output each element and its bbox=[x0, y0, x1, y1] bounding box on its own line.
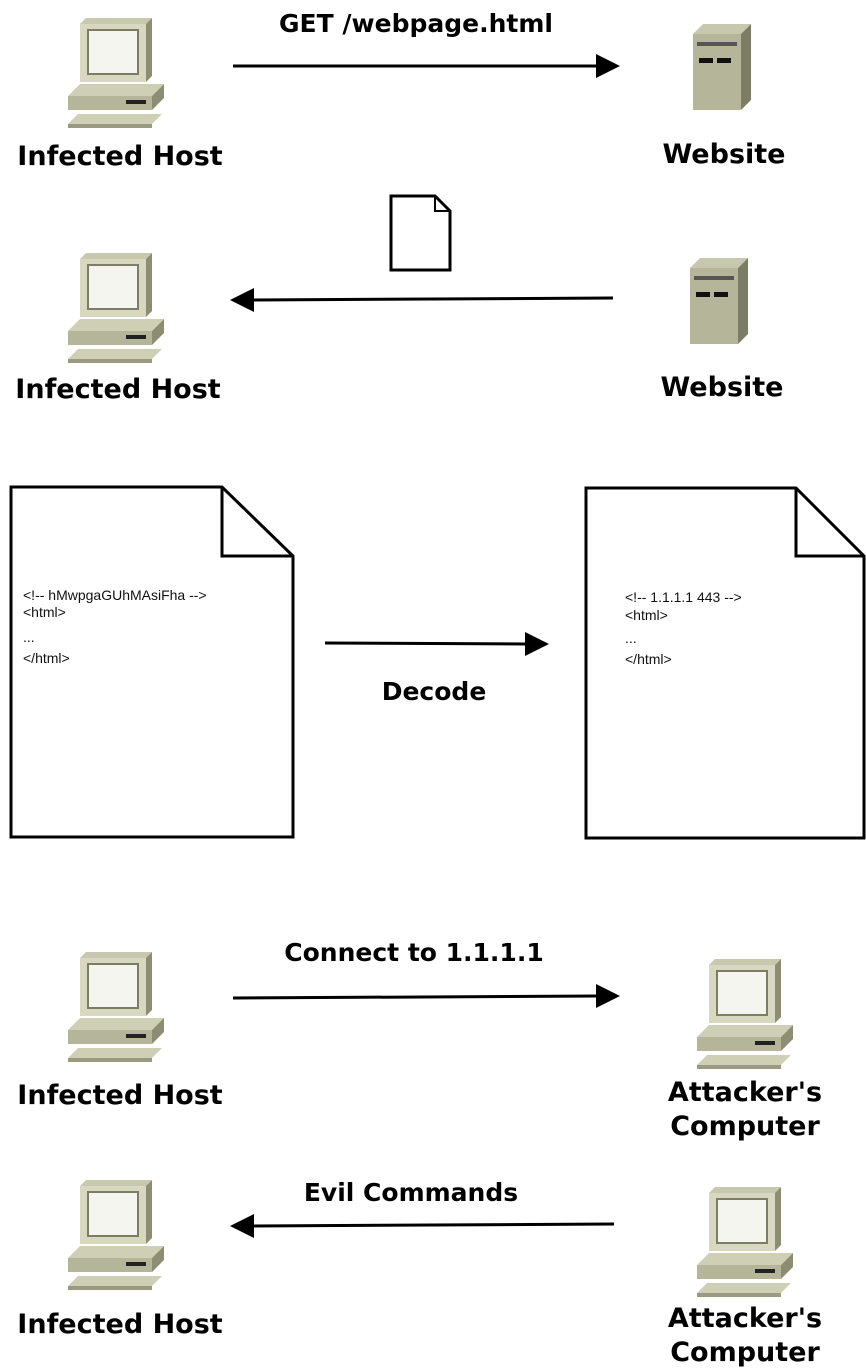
response-arrow-line bbox=[251, 296, 614, 302]
commands-label: Evil Commands bbox=[304, 1178, 518, 1207]
decoded-line-1: <!-- 1.1.1.1 443 --> bbox=[625, 589, 742, 605]
website-label-2: Website bbox=[660, 372, 783, 403]
infected-host-label-4: Infected Host bbox=[17, 1309, 222, 1340]
website-label-1: Website bbox=[662, 139, 785, 170]
attacker-computer-icon-2 bbox=[696, 1186, 794, 1298]
encoded-line-1: <!-- hMwpgaGUhMAsiFha --> bbox=[23, 587, 207, 603]
decoded-line-4: </html> bbox=[625, 651, 672, 667]
attacker-label-2-line2: Computer bbox=[670, 1337, 820, 1368]
encoded-line-3: ... bbox=[23, 629, 35, 645]
file-icon bbox=[389, 194, 452, 272]
encoded-line-4: </html> bbox=[23, 650, 70, 666]
infected-host-computer-icon-3 bbox=[67, 951, 165, 1063]
response-arrowhead bbox=[230, 288, 254, 312]
decoded-document: <!-- 1.1.1.1 443 --> <html> ... </html> bbox=[584, 486, 866, 840]
infected-host-label-2: Infected Host bbox=[15, 374, 220, 405]
commands-arrow-line bbox=[251, 1222, 615, 1228]
decoded-line-2: <html> bbox=[625, 607, 668, 623]
connect-arrowhead bbox=[596, 984, 620, 1008]
infected-host-label-1: Infected Host bbox=[17, 141, 222, 172]
attacker-label-line1: Attacker's bbox=[668, 1077, 822, 1108]
attacker-label-line2: Computer bbox=[670, 1111, 820, 1142]
infected-host-computer-icon bbox=[67, 17, 165, 129]
decode-label: Decode bbox=[382, 677, 487, 706]
connect-arrow-line bbox=[232, 994, 599, 1000]
request-label: GET /webpage.html bbox=[279, 9, 553, 38]
attacker-computer-icon bbox=[696, 958, 794, 1070]
connect-label: Connect to 1.1.1.1 bbox=[284, 938, 543, 967]
website-server-icon-2 bbox=[690, 258, 748, 344]
encoded-line-2: <html> bbox=[23, 604, 66, 620]
decode-arrowhead bbox=[525, 632, 549, 656]
infected-host-label-3: Infected Host bbox=[17, 1080, 222, 1111]
encoded-document: <!-- hMwpgaGUhMAsiFha --> <html> ... </h… bbox=[9, 485, 295, 839]
decoded-line-3: ... bbox=[625, 630, 637, 646]
commands-arrowhead bbox=[230, 1214, 254, 1238]
infected-host-computer-icon-4 bbox=[67, 1179, 165, 1291]
website-server-icon bbox=[693, 24, 751, 110]
decode-arrow-line bbox=[324, 641, 528, 646]
infected-host-computer-icon-2 bbox=[67, 252, 165, 364]
attacker-label-2-line1: Attacker's bbox=[668, 1303, 822, 1334]
request-arrowhead bbox=[596, 54, 620, 78]
